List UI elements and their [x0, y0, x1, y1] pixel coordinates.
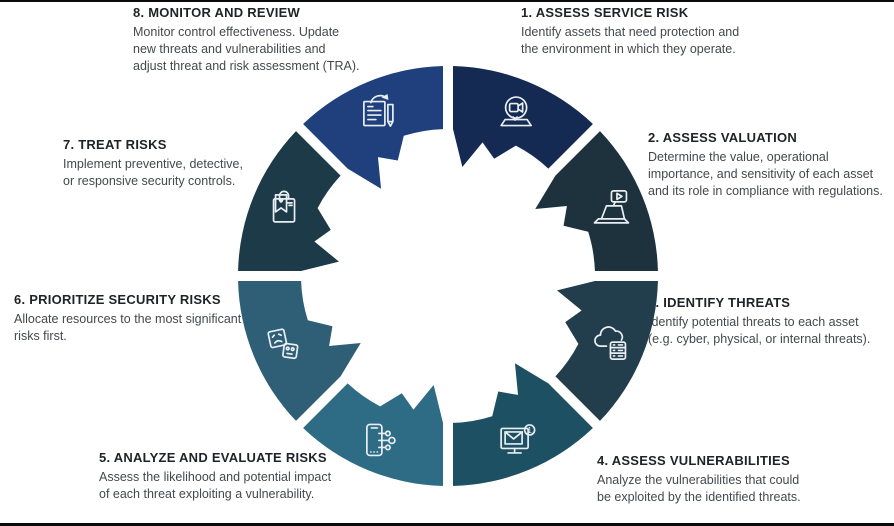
bottom-border-line: [0, 523, 894, 526]
wheel-segment-2: [535, 131, 658, 271]
step-description: Allocate resources to the most significa…: [14, 311, 242, 344]
video-call-laptop-icon: [500, 96, 532, 127]
step-description: Identify assets that need protection and…: [521, 24, 740, 57]
step-title: 7. TREAT RISKS: [63, 137, 167, 152]
gift-bookmark-icon: [272, 190, 296, 223]
mobile-network-icon: [366, 423, 396, 457]
step-1-assess-service-risk: 1. ASSESS SERVICE RISK Identify assets t…: [521, 5, 771, 58]
wheel-segment-1: [453, 66, 593, 169]
presentation-laptop-icon: [593, 190, 630, 224]
step-2-assess-valuation: 2. ASSESS VALUATION Determine the value,…: [648, 130, 894, 201]
step-6-prioritize-security-risks: 6. PRIORITIZE SECURITY RISKS Allocate re…: [14, 292, 276, 345]
step-7-treat-risks: 7. TREAT RISKS Implement preventive, det…: [63, 137, 293, 190]
step-title: 6. PRIORITIZE SECURITY RISKS: [14, 292, 221, 307]
document-edit-icon: [363, 93, 394, 127]
wheel-segment-5: [303, 383, 443, 486]
step-title: 8. MONITOR AND REVIEW: [133, 5, 301, 20]
feedback-cards-icon: [267, 328, 299, 360]
step-description: Identify potential threats to each asset…: [648, 314, 871, 347]
process-wheel: 1: [238, 66, 658, 486]
email-alert-monitor-icon: 1: [500, 424, 536, 454]
step-3-identify-threats: 3. IDENTIFY THREATS Identify potential t…: [648, 295, 894, 348]
cloud-server-icon: [594, 326, 627, 360]
step-title: 1. ASSESS SERVICE RISK: [521, 5, 689, 20]
step-description: Determine the value, operational importa…: [648, 149, 883, 199]
step-title: 3. IDENTIFY THREATS: [648, 295, 791, 310]
wheel-segment-3: [555, 281, 658, 421]
step-title: 4. ASSESS VULNERABILITIES: [597, 453, 790, 468]
top-border-line: [0, 0, 894, 2]
step-8-monitor-review: 8. MONITOR AND REVIEW Monitor control ef…: [133, 5, 383, 76]
svg-text:1: 1: [527, 426, 532, 435]
step-description: Assess the likelihood and potential impa…: [99, 469, 332, 502]
step-title: 2. ASSESS VALUATION: [648, 130, 797, 145]
step-title: 5. ANALYZE AND EVALUATE RISKS: [99, 450, 327, 465]
wheel-segment-6: [238, 281, 361, 421]
wheel-segment-8: [303, 66, 443, 189]
wheel-segment-4: [453, 363, 593, 486]
step-5-analyze-evaluate-risks: 5. ANALYZE AND EVALUATE RISKS Assess the…: [99, 450, 364, 503]
step-description: Implement preventive, detective, or resp…: [63, 156, 243, 189]
step-4-assess-vulnerabilities: 4. ASSESS VULNERABILITIES Analyze the vu…: [597, 453, 857, 506]
step-description: Monitor control effectiveness. Update ne…: [133, 24, 360, 74]
step-description: Analyze the vulnerabilities that could b…: [597, 472, 801, 505]
wheel-segment-7: [238, 131, 341, 271]
